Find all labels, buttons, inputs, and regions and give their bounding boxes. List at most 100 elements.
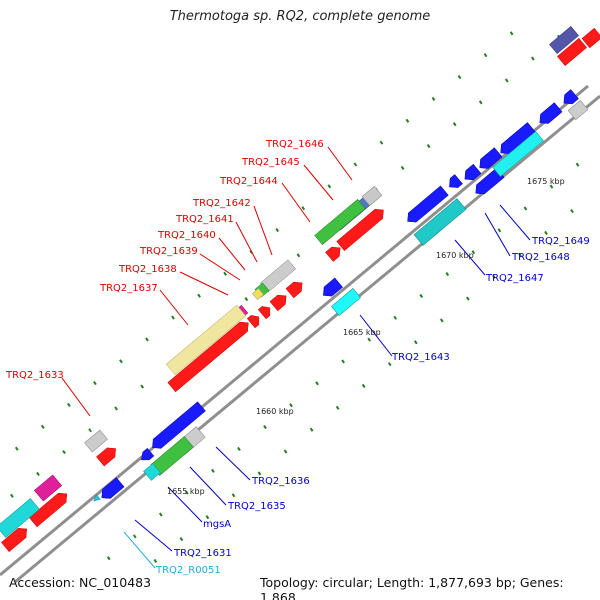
cds-trq2-1651[interactable] xyxy=(581,27,600,49)
tick-dot-66 xyxy=(283,449,288,454)
tick-dot-0 xyxy=(14,446,19,451)
tick-dot-65 xyxy=(257,471,262,476)
label-trq2-1646[interactable]: TRQ2_1646 xyxy=(265,139,324,150)
tick-dot-1 xyxy=(40,424,45,429)
tick-dot-39 xyxy=(504,78,509,83)
cds-trq2-1651r[interactable] xyxy=(536,102,563,128)
tick-dot-49 xyxy=(289,403,293,408)
cds-trq2-1641[interactable] xyxy=(269,291,290,312)
cog-box-cyan-1647 xyxy=(413,198,467,246)
leader-trq2-1640 xyxy=(218,237,246,271)
tick-dot-48 xyxy=(263,425,267,430)
tick-dot-76 xyxy=(544,230,548,236)
label-trq2-r0051[interactable]: TRQ2_R0051 xyxy=(155,565,221,576)
tick-dot-8 xyxy=(223,271,227,276)
label-trq2-1642[interactable]: TRQ2_1642 xyxy=(192,198,251,209)
gene-features xyxy=(0,26,600,552)
tick-dot-46 xyxy=(211,468,215,473)
label-trq2-1638[interactable]: TRQ2_1638 xyxy=(118,264,177,275)
kbp-1660: 1660 kbp xyxy=(256,407,294,416)
leader-trq2-1644 xyxy=(281,182,311,223)
tick-dot-37 xyxy=(452,122,457,127)
cds-trq2-1639[interactable] xyxy=(246,312,262,329)
cds-trq2-1652[interactable] xyxy=(560,89,579,108)
cog-box-cyan-1628 xyxy=(0,498,40,538)
label-trq2-1647[interactable]: TRQ2_1647 xyxy=(485,273,544,284)
tick-dot-75 xyxy=(518,252,522,257)
label-trq2-1641[interactable]: TRQ2_1641 xyxy=(175,214,234,225)
tick-dot-60 xyxy=(575,162,580,167)
label-trq2-1645[interactable]: TRQ2_1645 xyxy=(241,157,300,168)
tick-dot-5 xyxy=(145,337,149,342)
label-trq2-1637[interactable]: TRQ2_1637 xyxy=(99,283,158,294)
leader-trq2-1648 xyxy=(484,212,511,257)
tick-dot-2 xyxy=(67,402,71,408)
topology-text: Topology: circular; Length: 1,877,693 bp… xyxy=(260,575,564,600)
cds-trq2-1640[interactable] xyxy=(257,303,273,320)
tick-dot-58 xyxy=(523,206,528,211)
genome-title: Thermotoga sp. RQ2, complete genome xyxy=(169,9,431,24)
tick-dot-71 xyxy=(413,340,418,345)
forward-strand-cds xyxy=(1,27,600,552)
cds-trq2-1643[interactable] xyxy=(319,277,343,300)
tick-dot-72 xyxy=(439,318,444,323)
kbp-1675: 1675 kbp xyxy=(527,177,565,186)
label-trq2-1631[interactable]: TRQ2_1631 xyxy=(173,548,232,559)
leader-trq2-1645 xyxy=(303,164,334,201)
tick-dot-56 xyxy=(471,250,476,255)
cds-trq2-1648[interactable] xyxy=(461,163,482,183)
label-trq2-1648[interactable]: TRQ2_1648 xyxy=(511,252,570,263)
cds-trq2-1637[interactable] xyxy=(167,318,252,393)
cds-trq2-1649[interactable] xyxy=(476,147,503,173)
label-trq2-1639[interactable]: TRQ2_1639 xyxy=(139,246,198,257)
cds-trq2-1650r[interactable] xyxy=(497,122,536,158)
cog-box-gray-1652 xyxy=(567,99,589,121)
cds-trq2-1646[interactable] xyxy=(336,205,388,251)
cds-trq2-1636[interactable] xyxy=(149,401,206,452)
label-mgsa[interactable]: mgsA xyxy=(203,519,231,530)
leader-trq2-1631 xyxy=(134,519,173,552)
cds-trq2-1629[interactable] xyxy=(28,489,70,528)
tick-dot-42 xyxy=(106,556,111,561)
tick-dot-62 xyxy=(179,536,184,542)
reverse-strand-cds xyxy=(92,89,579,503)
leader-trq2-1642 xyxy=(253,205,273,256)
cog-box-cyan-1643 xyxy=(331,288,361,316)
cds-trq2-1634[interactable] xyxy=(138,447,155,463)
tick-dot-61 xyxy=(153,558,158,563)
leader-trq2-1635 xyxy=(189,466,227,506)
cds-trq2-1647s[interactable] xyxy=(446,174,463,192)
cds-trq2-1648b[interactable] xyxy=(472,167,505,198)
cds-trq2-1650[interactable] xyxy=(557,38,587,66)
kbp-scale: 1655 kbp 1660 kbp 1665 kbp 1670 kbp 1675… xyxy=(167,177,565,496)
tick-dot-16 xyxy=(431,96,436,101)
label-trq2-1636[interactable]: TRQ2_1636 xyxy=(251,476,310,487)
cds-trq2-1628[interactable] xyxy=(1,524,30,552)
label-trq2-1635[interactable]: TRQ2_1635 xyxy=(227,501,286,512)
tick-dot-43 xyxy=(132,534,137,539)
cds-trq2-1633[interactable] xyxy=(96,444,119,467)
leader-trq2-1649 xyxy=(499,204,531,241)
label-trq2-1644[interactable]: TRQ2_1644 xyxy=(219,176,278,187)
cog-box-navy-1 xyxy=(549,26,579,54)
leader-trq2-1646 xyxy=(327,146,353,181)
cog-box-yellow-1637 xyxy=(165,304,247,376)
label-trq2-1649[interactable]: TRQ2_1649 xyxy=(531,236,590,247)
rna-trq2-r0051[interactable] xyxy=(92,494,101,503)
tick-dot-14 xyxy=(379,140,384,145)
cds-trq2-1631[interactable] xyxy=(98,477,125,503)
leader-mgsa xyxy=(167,486,203,523)
label-trq2-1640[interactable]: TRQ2_1640 xyxy=(157,230,216,241)
label-trq2-1643[interactable]: TRQ2_1643 xyxy=(391,352,450,363)
leader-trq2-r0051 xyxy=(123,531,156,569)
tick-dot-15 xyxy=(405,118,410,123)
leader-trq2-1636 xyxy=(215,446,251,481)
tick-dot-12 xyxy=(327,184,332,189)
cds-trq2-1647[interactable] xyxy=(404,185,449,226)
tick-dot-17 xyxy=(457,74,462,80)
cds-trq2-1642[interactable] xyxy=(285,278,306,299)
label-trq2-1633[interactable]: TRQ2_1633 xyxy=(5,370,64,381)
cds-trq2-1645[interactable] xyxy=(325,243,344,262)
tick-dot-77 xyxy=(570,209,574,214)
tick-dot-19 xyxy=(509,31,514,36)
